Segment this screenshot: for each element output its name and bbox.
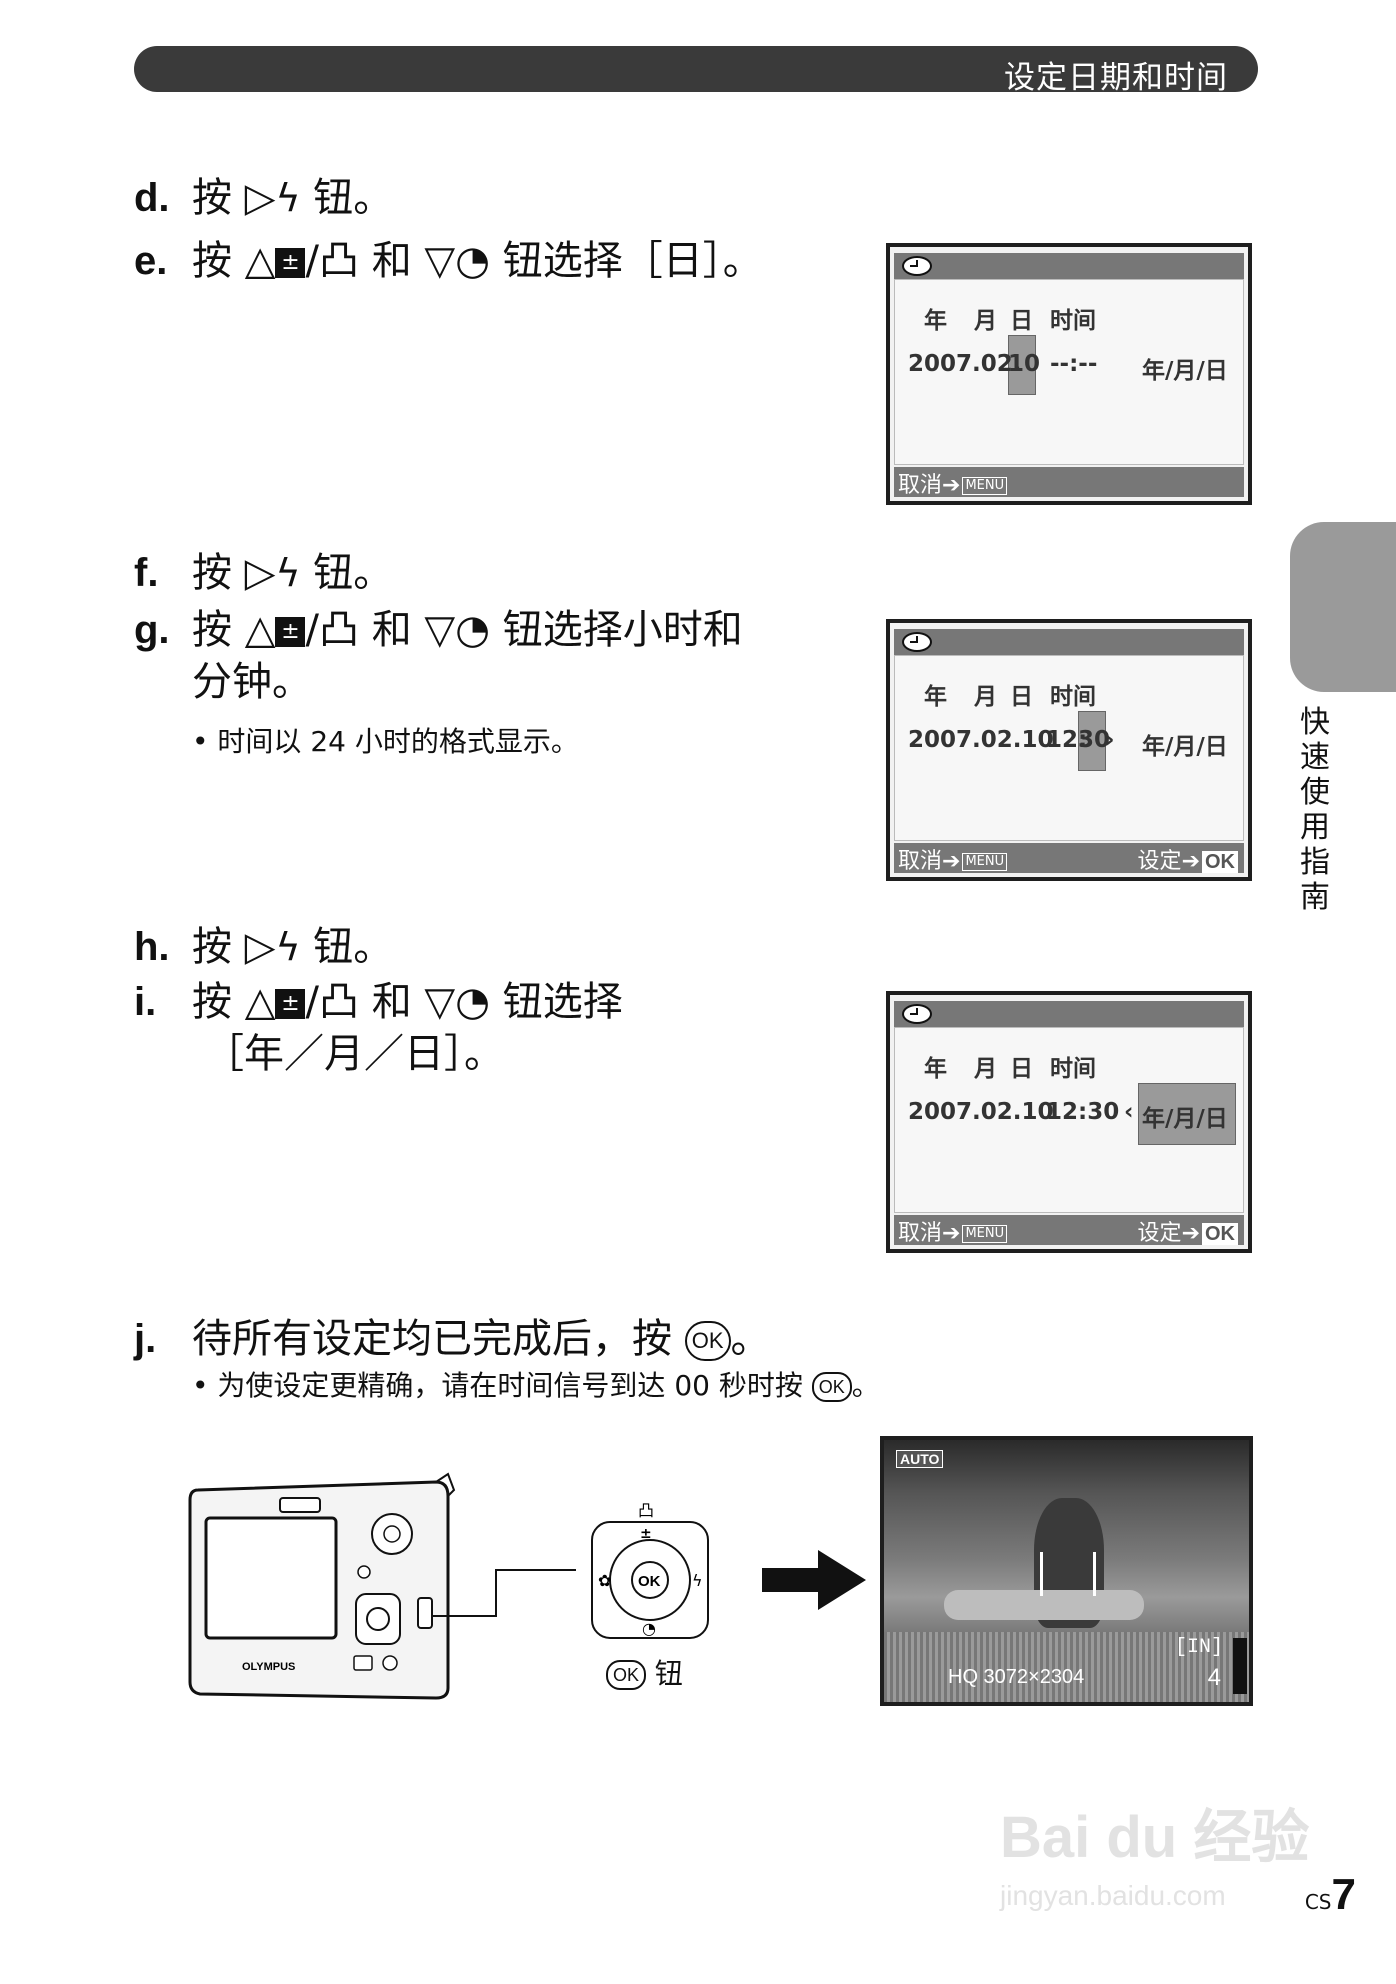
macro-icon: ✿	[598, 1571, 611, 1590]
down-arrow-icon: ▽	[424, 979, 456, 1025]
step-g-note: • 时间以 24 小时的格式显示。	[192, 725, 579, 758]
lcd-screen-time: 年 月 日 时间 2007.02.10 12: 30 › 年/月/日 取消➔ME…	[886, 619, 1252, 881]
camera-illustration: OLYMPUS OK 凸 ± ✿ ϟ ◔	[188, 1472, 709, 1700]
ok-button-icon: OK	[684, 1321, 731, 1361]
self-timer-icon: ◔	[455, 238, 491, 284]
step-j: j.待所有设定均已完成后，按 OK。	[134, 1316, 771, 1362]
self-timer-icon: ◔	[455, 607, 491, 653]
mode-badge: AUTO	[896, 1450, 944, 1468]
up-arrow-icon: △	[244, 238, 276, 284]
self-timer-icon: ◔	[455, 979, 491, 1025]
down-arrow-icon: ▽	[424, 607, 456, 653]
selection-box	[1138, 1083, 1236, 1145]
flash-icon: ϟ	[275, 176, 301, 220]
flash-icon: ϟ	[275, 925, 301, 969]
exposure-comp-icon: ±	[275, 617, 306, 647]
exposure-comp-icon: ±	[640, 1526, 652, 1542]
af-frame	[1040, 1552, 1096, 1596]
print-icon: 凸	[318, 607, 359, 653]
right-arrow-icon: ▷	[244, 924, 276, 970]
step-d: d.按 ▷ϟ 钮。	[134, 175, 394, 221]
selection-box	[1078, 711, 1106, 771]
ok-button-caption: OK 钮	[606, 1652, 683, 1692]
print-icon: 凸	[318, 238, 359, 284]
print-icon: 凸	[318, 979, 359, 1025]
print-icon: 凸	[638, 1501, 654, 1520]
step-h: h.按 ▷ϟ 钮。	[134, 924, 394, 970]
self-timer-icon: ◔	[642, 1619, 656, 1638]
exposure-comp-icon: ±	[275, 989, 306, 1019]
step-i: i.按 △±/凸 和 ▽◔ 钮选择 ［年／月／日］。	[134, 979, 623, 1077]
exposure-comp-icon: ±	[275, 248, 306, 278]
step-g: g.按 △±/凸 和 ▽◔ 钮选择小时和 分钟。	[134, 607, 743, 705]
camera-preview-photo: AUTO [IN] HQ 3072×2304 4	[880, 1436, 1253, 1706]
watermark-logo: Bai du 经验	[1000, 1805, 1310, 1870]
camera-brand: OLYMPUS	[242, 1661, 295, 1673]
down-arrow-icon: ▽	[424, 238, 456, 284]
header-bar: 设定日期和时间	[134, 46, 1258, 96]
ok-button-icon: OK	[606, 1660, 647, 1690]
arrow-right-icon	[762, 1550, 866, 1610]
clock-icon	[902, 256, 932, 276]
lcd-screen-day: 年 月 日 时间 2007.02. 10 --:-- 年/月/日 取消➔MENU	[886, 243, 1252, 505]
step-e: e.按 △±/凸 和 ▽◔ 钮选择［日］。	[134, 238, 763, 284]
right-arrow-icon: ▷	[244, 175, 276, 221]
shots-remaining: 4	[1207, 1664, 1221, 1691]
flash-icon: ϟ	[275, 551, 301, 595]
flash-icon: ϟ	[692, 1571, 703, 1590]
lcd-screen-format: 年 月 日 时间 2007.02.10 12:30 ‹ 年/月/日 取消➔MEN…	[886, 991, 1252, 1253]
quality-indicator: HQ 3072×2304	[948, 1666, 1085, 1688]
memory-indicator: [IN]	[1174, 1636, 1223, 1659]
up-arrow-icon: △	[244, 607, 276, 653]
step-f: f.按 ▷ϟ 钮。	[134, 550, 394, 596]
right-arrow-icon: ▷	[244, 550, 276, 596]
side-tab	[1290, 522, 1396, 692]
up-arrow-icon: △	[244, 979, 276, 1025]
selection-box	[1008, 335, 1036, 395]
step-j-note: • 为使设定更精确，请在时间信号到达 00 秒时按 OK。	[192, 1369, 880, 1402]
clock-icon	[902, 632, 932, 652]
dial-ok-label: OK	[638, 1573, 661, 1590]
left-chevron-icon: ‹	[1124, 1099, 1134, 1125]
battery-bar	[1233, 1638, 1247, 1694]
side-tab-label: 快速使用指南	[1300, 705, 1330, 915]
page-number: CS7	[1304, 1870, 1356, 1919]
ok-button-icon: OK	[811, 1372, 852, 1402]
page-section-title: 设定日期和时间	[1004, 60, 1228, 96]
clock-icon	[902, 1004, 932, 1024]
right-chevron-icon: ›	[1105, 727, 1115, 753]
watermark-url: jingyan.baidu.com	[1000, 1880, 1226, 1911]
